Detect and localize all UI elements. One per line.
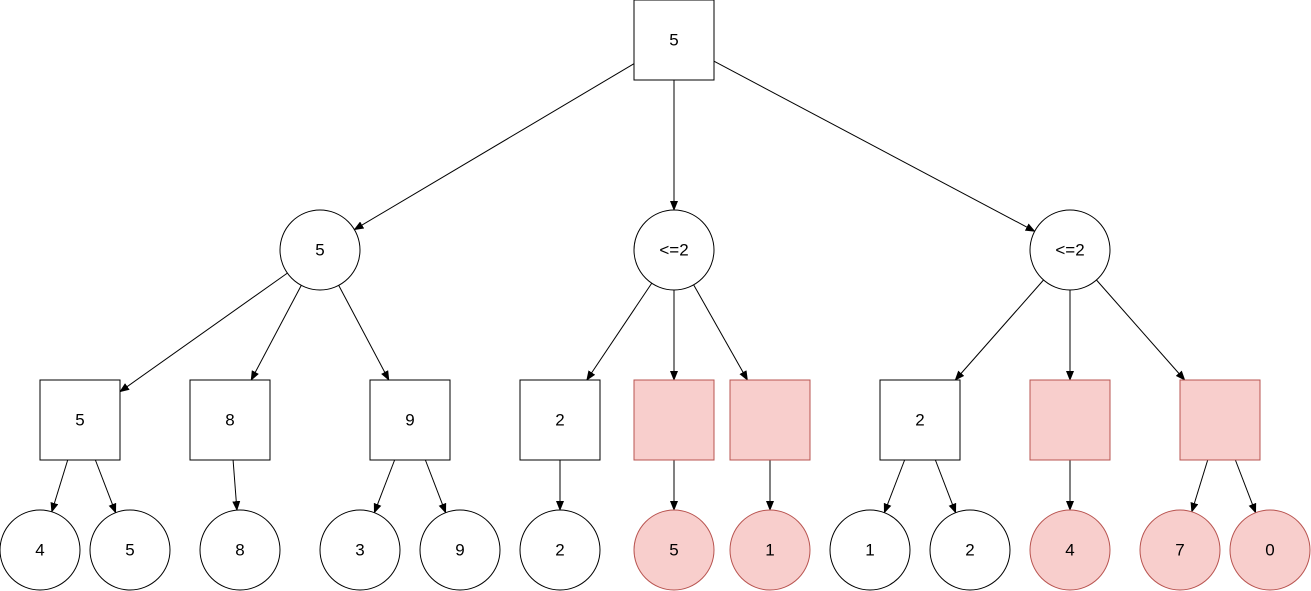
edge-max-c1-to-leaf-10 (934, 459, 957, 514)
edge-max-c3-to-leaf-13 (1234, 459, 1257, 514)
node-label: 9 (455, 541, 464, 560)
node-label: 0 (1265, 541, 1274, 560)
node-label: 3 (355, 541, 364, 560)
node-leaf-12: 7 (1139, 509, 1221, 591)
node-max-a1: 5 (39, 379, 121, 461)
node-label: 2 (555, 541, 564, 560)
circle-node-shape (319, 509, 401, 591)
node-leaf-5: 9 (419, 509, 501, 591)
node-label: 5 (315, 241, 324, 260)
node-max-c2 (1029, 379, 1111, 461)
node-root: 5 (633, 0, 715, 81)
node-min-c: <=2 (1029, 209, 1111, 291)
edge-max-a3-to-leaf-4 (373, 459, 396, 514)
circle-node-shape (199, 509, 281, 591)
square-node-shape (369, 379, 451, 461)
node-label: 5 (669, 31, 678, 50)
edge-max-a3-to-leaf-5 (424, 459, 447, 514)
node-max-c3 (1179, 379, 1261, 461)
pruned-square-node-shape (1179, 379, 1261, 461)
edge-max-c3-to-leaf-12 (1190, 459, 1209, 513)
edge-max-c1-to-leaf-9 (883, 459, 906, 514)
node-label: 7 (1175, 541, 1184, 560)
pruned-circle-node-shape (1029, 509, 1111, 591)
node-leaf-8: 1 (729, 509, 811, 591)
edge-max-a1-to-leaf-2 (94, 459, 117, 514)
node-label: <=2 (1055, 241, 1084, 260)
node-label: 2 (965, 541, 974, 560)
node-min-b: <=2 (633, 209, 715, 291)
circle-node-shape (89, 509, 171, 591)
edge-min-c-to-max-c1 (954, 279, 1044, 381)
node-max-b1: 2 (519, 379, 601, 461)
node-label: 8 (235, 541, 244, 560)
node-leaf-4: 3 (319, 509, 401, 591)
edge-min-a-to-max-a3 (338, 285, 390, 381)
pruned-circle-node-shape (729, 509, 811, 591)
node-leaf-10: 2 (929, 509, 1011, 591)
edge-max-a1-to-leaf-1 (50, 459, 69, 513)
node-min-a: 5 (279, 209, 361, 291)
circle-node-shape (519, 509, 601, 591)
node-max-b2 (633, 379, 715, 461)
pruned-circle-node-shape (1139, 509, 1221, 591)
circle-node-shape (829, 509, 911, 591)
node-label: 5 (669, 541, 678, 560)
node-label: 2 (555, 411, 564, 430)
pruned-square-node-shape (729, 379, 811, 461)
node-max-c1: 2 (879, 379, 961, 461)
circle-node-shape (0, 509, 81, 591)
node-label: 4 (1065, 541, 1074, 560)
node-leaf-1: 4 (0, 509, 81, 591)
edge-max-a2-to-leaf-3 (232, 459, 241, 512)
pruned-square-node-shape (633, 379, 715, 461)
node-leaf-13: 0 (1229, 509, 1311, 591)
node-leaf-11: 4 (1029, 509, 1111, 591)
square-node-shape (39, 379, 121, 461)
circle-node-shape (929, 509, 1011, 591)
node-label: 5 (75, 411, 84, 430)
circle-node-shape (1029, 209, 1111, 291)
node-label: 9 (405, 411, 414, 430)
pruned-circle-node-shape (1229, 509, 1311, 591)
square-node-shape (189, 379, 271, 461)
node-max-b3 (729, 379, 811, 461)
node-label: 2 (915, 411, 924, 430)
node-leaf-9: 1 (829, 509, 911, 591)
square-node-shape (633, 0, 715, 81)
node-label: <=2 (659, 241, 688, 260)
circle-node-shape (279, 209, 361, 291)
node-leaf-3: 8 (199, 509, 281, 591)
edge-root-to-min-c (713, 60, 1036, 232)
circle-node-shape (633, 209, 715, 291)
edges-layer (50, 60, 1257, 514)
node-max-a2: 8 (189, 379, 271, 461)
node-leaf-2: 5 (89, 509, 171, 591)
node-label: 4 (35, 541, 44, 560)
edge-min-a-to-max-a1 (119, 272, 288, 393)
edge-min-b-to-max-b1 (586, 282, 653, 381)
square-node-shape (519, 379, 601, 461)
node-leaf-7: 5 (633, 509, 715, 591)
edge-min-c-to-max-c3 (1096, 279, 1186, 381)
pruned-square-node-shape (1029, 379, 1111, 461)
edge-root-to-min-a (353, 63, 635, 231)
node-label: 8 (225, 411, 234, 430)
pruned-circle-node-shape (633, 509, 715, 591)
node-label: 1 (865, 541, 874, 560)
node-leaf-6: 2 (519, 509, 601, 591)
edge-min-a-to-max-a2 (250, 285, 302, 381)
node-label: 5 (125, 541, 134, 560)
square-node-shape (879, 379, 961, 461)
node-label: 1 (765, 541, 774, 560)
node-max-a3: 9 (369, 379, 451, 461)
circle-node-shape (419, 509, 501, 591)
edge-min-b-to-max-b3 (693, 284, 748, 381)
